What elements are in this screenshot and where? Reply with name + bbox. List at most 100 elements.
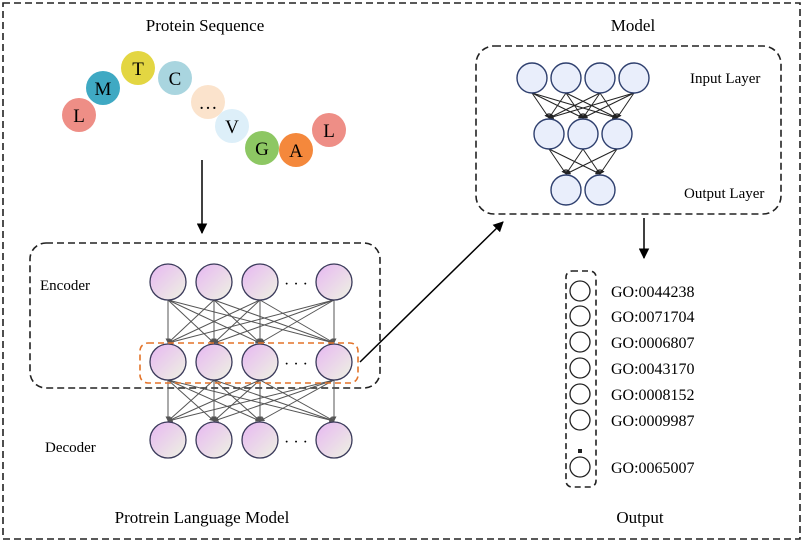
residue-letter: T xyxy=(132,59,144,80)
mlp-hidden-node xyxy=(533,118,565,150)
plm-edge xyxy=(167,379,261,422)
plm-edge xyxy=(259,379,335,422)
plm-edge xyxy=(259,299,335,344)
plm-edge xyxy=(213,379,335,422)
residue-bead xyxy=(245,131,279,165)
mlp-edge xyxy=(548,92,635,120)
go-term-label: GO:0043170 xyxy=(611,361,695,378)
mlp-edge xyxy=(531,92,550,119)
go-term-row: GO:0008152 xyxy=(569,383,695,405)
encoder-node xyxy=(315,263,353,301)
output-node xyxy=(569,305,591,327)
output-node xyxy=(569,357,591,379)
encoder-node xyxy=(241,263,279,301)
plm-edge xyxy=(167,379,335,423)
plm-edge xyxy=(167,299,261,344)
go-term-row: GO:0043170 xyxy=(569,357,695,379)
sequence-residue: C xyxy=(158,61,192,95)
residue-bead xyxy=(279,133,313,167)
encoder-label: Encoder xyxy=(40,278,90,294)
mlp-edge xyxy=(599,148,618,175)
residue-letter: G xyxy=(255,139,269,160)
residue-letter: L xyxy=(323,121,335,142)
sequence-residue: V xyxy=(215,109,249,143)
go-term-row: GO:0006807 xyxy=(569,331,695,353)
residue-bead xyxy=(62,98,96,132)
decoder-node xyxy=(195,421,233,459)
mlp-edge xyxy=(616,92,635,119)
sequence-residue: G xyxy=(245,131,279,165)
mlp-edges xyxy=(531,92,635,175)
residue-letter: C xyxy=(169,69,182,90)
decoder-node xyxy=(315,421,353,459)
output-vertical-ellipsis xyxy=(578,449,582,453)
residue-bead xyxy=(215,109,249,143)
residue-bead xyxy=(191,85,225,119)
residue-letter: M xyxy=(95,79,112,100)
decoder-ellipsis: · · · xyxy=(284,434,308,451)
embedding-node xyxy=(241,343,279,381)
protein-sequence-title: Protein Sequence xyxy=(146,16,265,35)
go-term-label: GO:0071704 xyxy=(611,309,695,326)
residue-letter: L xyxy=(73,106,85,127)
residue-bead xyxy=(121,51,155,85)
output-node xyxy=(569,280,591,302)
output-column-box xyxy=(565,270,597,488)
residue-letter: V xyxy=(225,117,239,138)
model-box xyxy=(475,45,782,215)
encoder-node xyxy=(149,263,187,301)
mlp-input-node xyxy=(550,62,582,94)
residue-letter: A xyxy=(289,141,303,162)
input-layer-label: Input Layer xyxy=(690,71,760,87)
output-layer-label: Output Layer xyxy=(684,186,764,202)
encoder-ellipsis: · · · xyxy=(284,276,308,293)
plm-edges xyxy=(165,299,337,423)
mlp-hidden-node xyxy=(567,118,599,150)
sequence-residue: M xyxy=(86,71,120,105)
decoder-label: Decoder xyxy=(45,440,96,456)
output-node xyxy=(569,409,591,431)
go-term-row: GO:0044238 xyxy=(569,280,695,302)
residue-bead xyxy=(86,71,120,105)
sequence-residue: L xyxy=(312,113,346,147)
plm-nodes xyxy=(149,263,353,459)
mlp-input-node xyxy=(584,62,616,94)
sequence-residue: … xyxy=(191,85,225,119)
mlp-output-node xyxy=(584,174,616,206)
mlp-output-node xyxy=(550,174,582,206)
sequence-residue: L xyxy=(62,98,96,132)
language-model-title: Protrein Language Model xyxy=(115,508,290,527)
mlp-input-node xyxy=(516,62,548,94)
go-term-label: GO:0008152 xyxy=(611,387,695,404)
sequence-residue: A xyxy=(279,133,313,167)
mlp-edge xyxy=(548,92,601,119)
mlp-hidden-node xyxy=(601,118,633,150)
go-term-label: GO:0065007 xyxy=(611,460,695,477)
decoder-node xyxy=(149,421,187,459)
output-title: Output xyxy=(616,508,664,527)
go-term-label: GO:0044238 xyxy=(611,284,695,301)
plm-edge xyxy=(167,299,335,345)
embedding-node xyxy=(195,343,233,381)
plm-edge xyxy=(213,299,261,344)
go-term-label: GO:0009987 xyxy=(611,413,695,430)
go-term-row: GO:0009987 xyxy=(569,409,695,431)
plm-edge xyxy=(213,299,335,344)
embedding-highlight-box xyxy=(139,342,359,384)
mlp-edge xyxy=(548,148,567,175)
model-title: Model xyxy=(611,16,656,35)
residue-bead xyxy=(312,113,346,147)
plm-edge xyxy=(167,299,215,344)
embedding-node xyxy=(149,343,187,381)
plm-edge xyxy=(167,379,215,422)
embedding-ellipsis: · · · xyxy=(284,356,308,373)
decoder-node xyxy=(241,421,279,459)
go-term-row: GO:0071704 xyxy=(569,305,695,327)
go-term-list: GO:0044238GO:0071704GO:0006807GO:0043170… xyxy=(569,280,695,478)
mlp-nodes xyxy=(516,62,650,206)
mlp-edge xyxy=(565,148,618,175)
